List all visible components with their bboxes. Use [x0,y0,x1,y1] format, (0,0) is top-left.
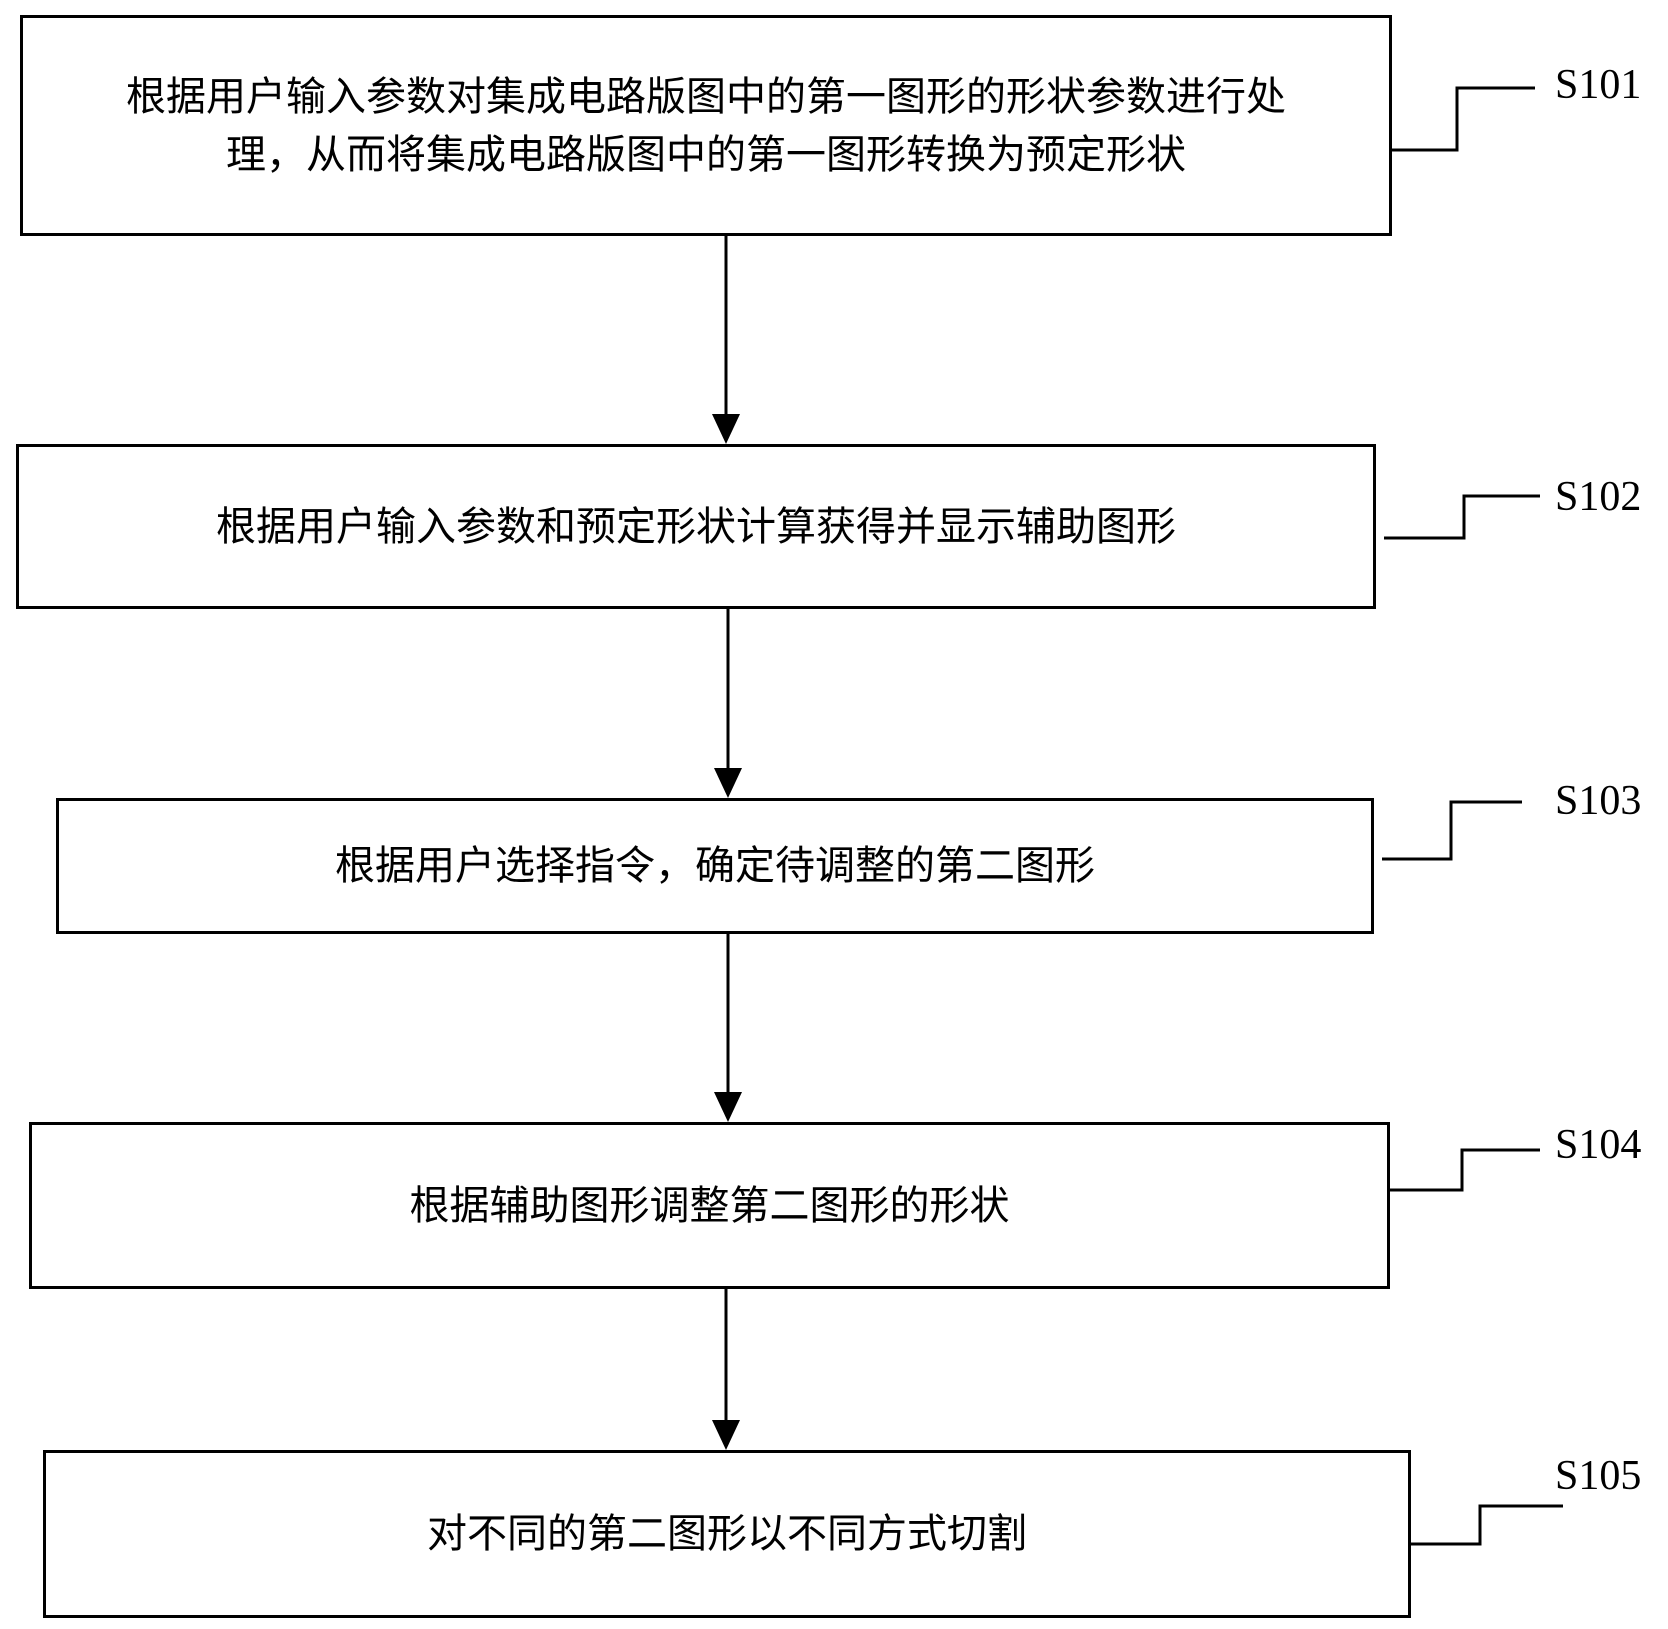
step-label-s105: S105 [1555,1453,1642,1499]
step-text-s102: 根据用户输入参数和预定形状计算获得并显示辅助图形 [216,503,1176,550]
step-label-s103: S103 [1555,778,1642,824]
step-label-s102: S102 [1555,474,1642,520]
step-box-s102: 根据用户输入参数和预定形状计算获得并显示辅助图形 [16,444,1376,609]
leader-s103 [1382,800,1522,861]
step-box-s105: 对不同的第二图形以不同方式切割 [43,1450,1411,1618]
arrowhead-s104 [714,1092,742,1122]
step-text-s105: 对不同的第二图形以不同方式切割 [427,1511,1027,1557]
leader-s102 [1384,494,1540,540]
step-text-s101: 根据用户输入参数对集成电路版图中的第一图形的形状参数进行处理，从而将集成电路版图… [126,73,1286,178]
arrowhead-s105 [712,1420,740,1450]
leader-s101 [1384,86,1535,152]
arrowhead-s103 [714,768,742,798]
arrowhead-s102 [712,414,740,444]
step-text-s103: 根据用户选择指令，确定待调整的第二图形 [335,843,1095,889]
step-label-s101: S101 [1555,62,1642,108]
step-box-s103: 根据用户选择指令，确定待调整的第二图形 [56,798,1374,934]
step-box-s104: 根据辅助图形调整第二图形的形状 [29,1122,1390,1289]
step-text-s104: 根据辅助图形调整第二图形的形状 [409,1182,1010,1229]
leader-s105 [1410,1504,1563,1546]
step-box-s101: 根据用户输入参数对集成电路版图中的第一图形的形状参数进行处理，从而将集成电路版图… [20,15,1392,236]
leader-s104 [1382,1148,1540,1192]
step-label-s104: S104 [1555,1122,1642,1168]
